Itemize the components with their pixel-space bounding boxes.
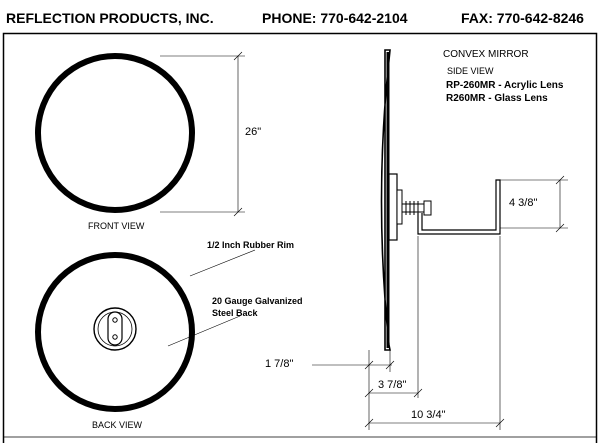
overall-depth-label: 10 3/4" [411, 409, 446, 421]
model-glass: R260MR - Glass Lens [446, 93, 548, 104]
front-dim-tick-top [233, 51, 243, 61]
back-leader [167, 315, 241, 347]
front-view-label: FRONT VIEW [88, 221, 145, 231]
side-view-subtitle: SIDE VIEW [447, 66, 494, 76]
side-mount-hub [396, 189, 403, 225]
rim-leader [189, 249, 256, 277]
front-diameter-label: 26" [245, 126, 262, 138]
mount-depth-label: 3 7/8" [378, 379, 407, 391]
mount-bracket [107, 311, 123, 346]
fax-number: FAX: 770-642-8246 [461, 10, 584, 26]
drawing-frame [2, 32, 598, 443]
side-z-bracket [417, 179, 501, 235]
mount-bolt-bottom [112, 334, 118, 340]
side-view-title: CONVEX MIRROR [443, 49, 529, 60]
front-dim-tick-bottom [233, 207, 243, 217]
back-callout-line2: Steel Back [212, 308, 258, 318]
back-view-label: BACK VIEW [92, 420, 143, 430]
mount-bolt-top [112, 317, 118, 323]
mount-plate-outer [93, 307, 137, 351]
model-acrylic: RP-260MR - Acrylic Lens [446, 80, 564, 91]
side-nut [423, 200, 432, 216]
bracket-height-label: 4 3/8" [509, 197, 538, 209]
phone-number: PHONE: 770-642-2104 [262, 10, 408, 26]
mirror-depth-label: 1 7/8" [265, 358, 294, 370]
side-mount-plate [388, 173, 398, 241]
front-view-mirror [35, 53, 195, 213]
rim-callout: 1/2 Inch Rubber Rim [207, 240, 295, 250]
back-callout-line1: 20 Gauge Galvanized [212, 296, 303, 306]
company-name: REFLECTION PRODUCTS, INC. [6, 10, 214, 26]
